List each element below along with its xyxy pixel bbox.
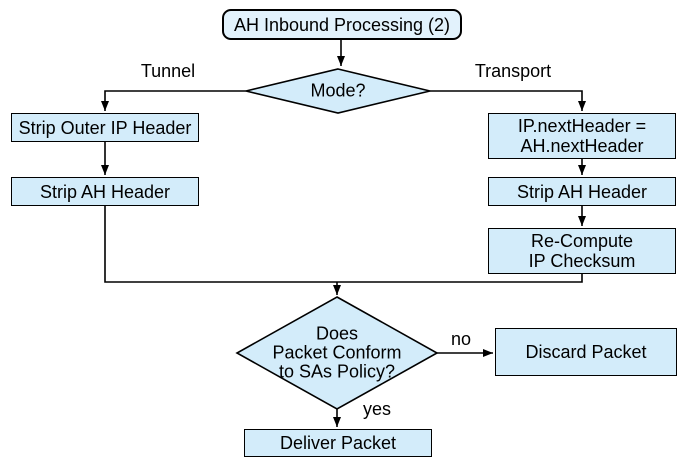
node-deliver: Deliver Packet bbox=[244, 429, 432, 457]
node-strip-outer-ip: Strip Outer IP Header bbox=[11, 113, 199, 142]
node-policy-check-label: Does Packet Conform to SAs Policy? bbox=[272, 323, 402, 382]
node-strip-ah-transport: Strip AH Header bbox=[488, 177, 676, 206]
node-strip-ah-tunnel: Strip AH Header bbox=[11, 177, 199, 206]
node-recompute-checksum: Re-Compute IP Checksum bbox=[488, 228, 676, 274]
edge-merge-rails bbox=[104, 206, 583, 283]
mode-decision-shape bbox=[245, 68, 431, 114]
edge-label-tunnel: Tunnel bbox=[140, 61, 196, 81]
edge-label-no: no bbox=[450, 329, 472, 349]
edge-mode-to-set-next-header bbox=[430, 90, 586, 111]
node-set-next-header: IP.nextHeader = AH.nextHeader bbox=[488, 113, 676, 159]
node-discard: Discard Packet bbox=[495, 328, 677, 376]
edge-label-transport: Transport bbox=[474, 61, 552, 81]
policy-decision-shape bbox=[235, 296, 439, 410]
node-start: AH Inbound Processing (2) bbox=[222, 9, 462, 40]
edge-label-yes: yes bbox=[362, 399, 392, 419]
node-mode-label: Mode? bbox=[310, 80, 366, 101]
edge-mode-to-strip-outer-ip bbox=[101, 90, 246, 111]
